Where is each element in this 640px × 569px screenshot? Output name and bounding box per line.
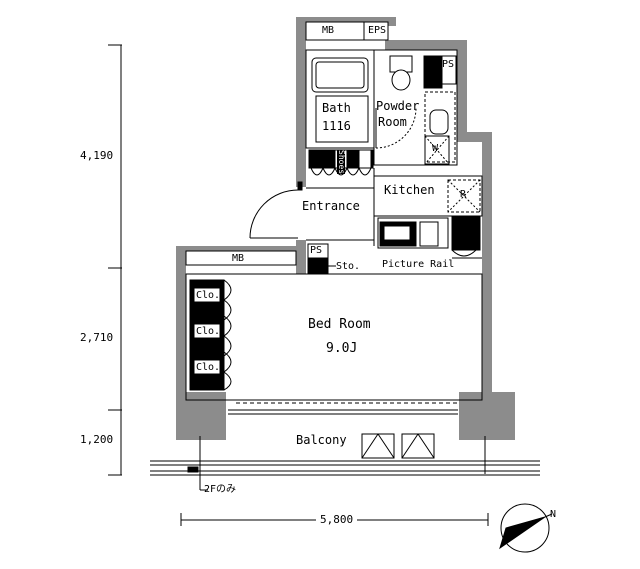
kitchen-label: Kitchen <box>384 183 435 197</box>
ps-storage <box>307 243 336 275</box>
mb-eps-boxes <box>305 21 389 41</box>
mb-label-bedroom: MB <box>232 253 245 264</box>
bed-room-label: Bed Room <box>308 317 371 332</box>
fridge-label: R <box>460 189 467 200</box>
closets <box>189 279 232 391</box>
compass-icon <box>499 503 553 553</box>
sto-label: Sto. <box>336 261 361 272</box>
powder-room-label-2: Room <box>378 115 407 129</box>
bedroom-mb <box>185 250 297 266</box>
balcony-rail <box>150 436 540 476</box>
entrance-label: Entrance <box>302 199 360 213</box>
dim-1200: 1,200 <box>80 433 114 446</box>
dim-4190: 4,190 <box>80 149 114 162</box>
kitchen <box>373 175 483 259</box>
note-2f-label: 2Fのみ <box>204 484 237 495</box>
balcony-label: Balcony <box>296 433 347 447</box>
bath-label: Bath <box>322 101 351 115</box>
clo-label-1: Clo. <box>196 290 221 301</box>
clo-kitchen-label: Clo. <box>456 236 481 247</box>
bedroom <box>185 273 483 415</box>
mb-label: MB <box>322 25 335 36</box>
clo-label-3: Clo. <box>196 362 221 373</box>
bath-area <box>305 49 375 149</box>
powder-room-label-1: Powder <box>376 99 420 113</box>
eps-label: EPS <box>368 25 387 36</box>
dim-5800: 5,800 <box>316 514 358 525</box>
bed-room-size-label: 9.0J <box>326 341 358 356</box>
washer-label: W <box>432 143 439 154</box>
ps-label-bottom: PS <box>310 245 323 256</box>
bath-size-label: 1116 <box>322 119 351 133</box>
picture-rail-label: Picture Rail <box>382 259 455 270</box>
clo-label-2: Clo. <box>196 326 221 337</box>
powder-room <box>373 49 458 166</box>
balcony-units <box>361 433 435 459</box>
dim-2710: 2,710 <box>80 331 114 344</box>
shoes-label: Shoes <box>337 150 346 175</box>
ps-label-top: PS <box>442 59 455 70</box>
north-label: N <box>550 509 557 520</box>
